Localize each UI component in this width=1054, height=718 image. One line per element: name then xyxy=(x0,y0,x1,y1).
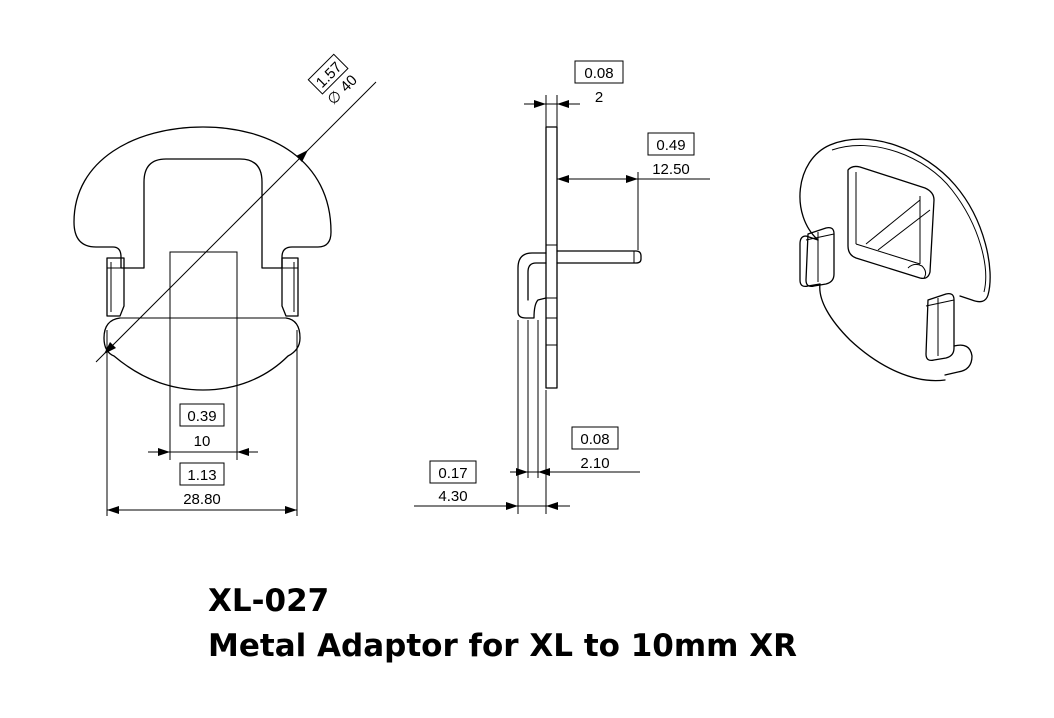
plate-thickness-dimension: 0.08 2 xyxy=(574,60,624,106)
diameter-symbol: ∅ xyxy=(324,87,345,108)
clip-gap-inch: 0.08 xyxy=(580,431,609,448)
clip-gap-dimension: 0.08 2.10 xyxy=(571,426,619,472)
front-view-lower-bowl xyxy=(103,317,301,391)
isometric-view xyxy=(799,138,991,382)
side-view-tab xyxy=(556,250,642,264)
slot-width-dimension: 0.39 10 xyxy=(179,403,225,450)
iso-right-clip xyxy=(925,292,955,362)
slot-width-inch: 0.39 xyxy=(187,408,216,425)
front-view-left-clip xyxy=(106,257,125,317)
clip-depth-dimension: 0.17 4.30 xyxy=(429,460,477,505)
side-view-clip xyxy=(517,252,547,319)
clip-depth-inch: 0.17 xyxy=(438,465,467,482)
tab-length-inch: 0.49 xyxy=(656,137,685,154)
iso-inner-opening xyxy=(847,165,935,280)
front-view-slot-base xyxy=(169,251,238,268)
tab-length-mm: 12.50 xyxy=(652,161,690,178)
side-view-plate xyxy=(545,126,558,389)
overall-width-inch: 1.13 xyxy=(187,467,216,484)
diameter-dimension: 1.57 ∅ 40 xyxy=(307,53,361,108)
front-view-right-clip xyxy=(281,257,299,317)
clip-depth-mm: 4.30 xyxy=(438,488,467,505)
plate-thickness-inch: 0.08 xyxy=(584,65,613,82)
side-view xyxy=(414,95,710,514)
overall-width-mm: 28.80 xyxy=(183,491,221,508)
front-view xyxy=(73,81,377,516)
tab-length-dimension: 0.49 12.50 xyxy=(647,132,695,178)
overall-width-dimension: 1.13 28.80 xyxy=(179,462,225,508)
part-description-title: Metal Adaptor for XL to 10mm XR xyxy=(208,628,798,664)
plate-thickness-mm: 2 xyxy=(595,89,603,106)
front-view-body xyxy=(73,126,332,269)
iso-left-clip xyxy=(805,226,835,288)
iso-outer-disc xyxy=(799,138,991,382)
part-number-title: XL-027 xyxy=(208,583,330,619)
slot-width-mm: 10 xyxy=(194,433,211,450)
clip-gap-mm: 2.10 xyxy=(580,455,609,472)
